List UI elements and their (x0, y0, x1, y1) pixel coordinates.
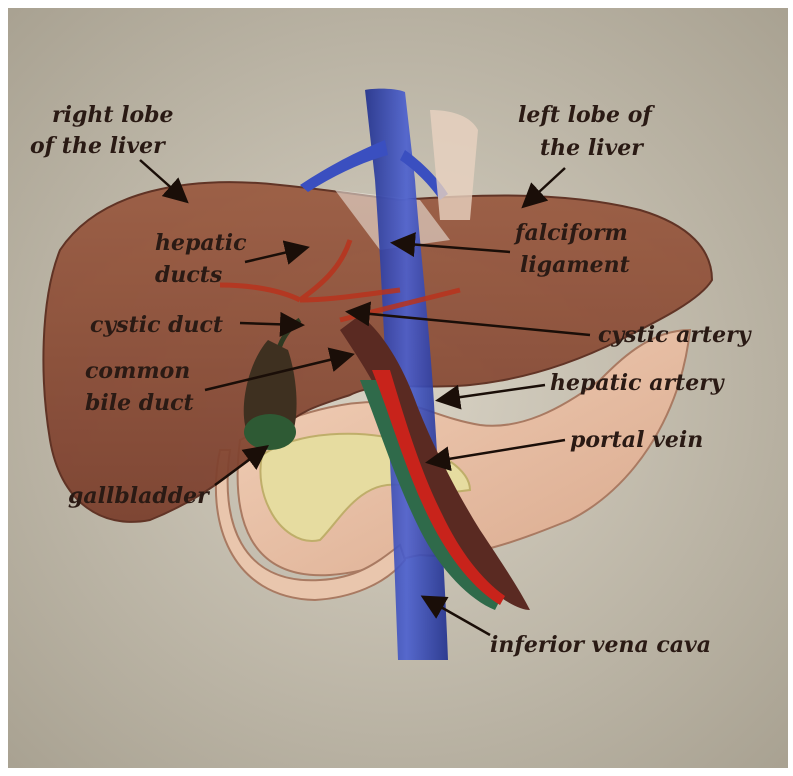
label-common-bile-1: common (85, 358, 190, 384)
gallbladder-fundus (244, 414, 296, 450)
label-inferior-vena-cava: inferior vena cava (490, 632, 711, 658)
label-falciform-1: falciform (513, 220, 628, 246)
right-border (788, 0, 793, 776)
label-portal-vein: portal vein (570, 427, 703, 453)
label-left-lobe-2: the liver (540, 135, 644, 161)
label-right-lobe-2: of the liver (30, 133, 166, 159)
label-hepatic-ducts-1: hepatic (155, 230, 247, 256)
label-gallbladder: gallbladder (68, 483, 210, 509)
label-cystic-artery: cystic artery (598, 322, 753, 348)
label-hepatic-artery: hepatic artery (550, 370, 726, 396)
label-hepatic-ducts-2: ducts (155, 262, 222, 288)
label-left-lobe-1: left lobe of (518, 102, 655, 128)
label-cystic-duct: cystic duct (90, 312, 223, 338)
label-right-lobe-1: right lobe (52, 102, 174, 128)
top-border (0, 0, 793, 8)
label-falciform-2: ligament (520, 252, 630, 278)
label-common-bile-2: bile duct (85, 390, 194, 416)
